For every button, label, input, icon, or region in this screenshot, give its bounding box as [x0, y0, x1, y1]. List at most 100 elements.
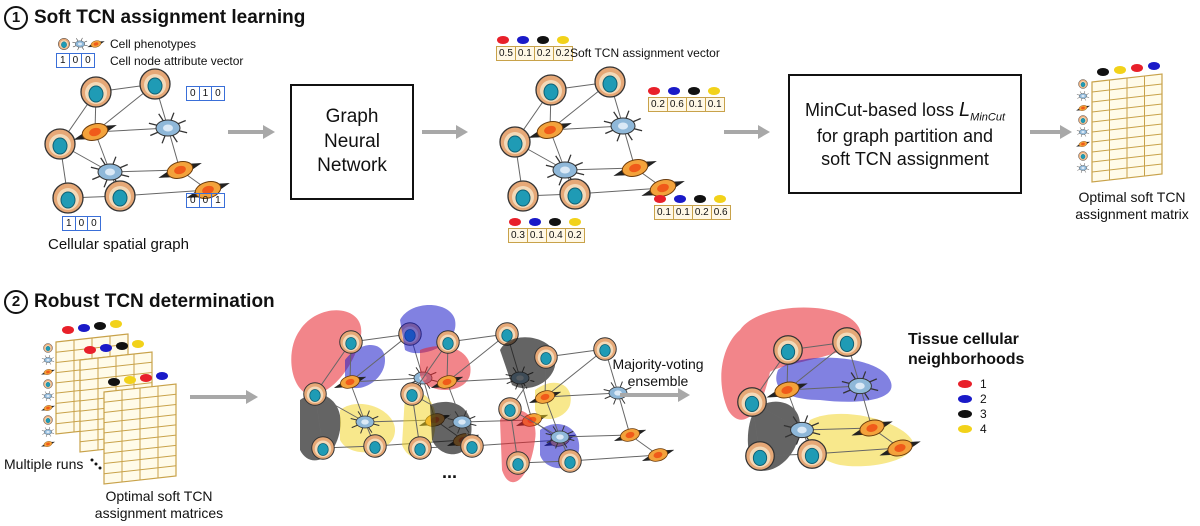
- vec-cell: 0.6: [668, 98, 687, 111]
- immune-nucleus: [560, 166, 570, 174]
- tcn-color-dot: [517, 36, 529, 44]
- tcn-region: [430, 401, 472, 455]
- fibroblast-nucleus: [46, 406, 50, 410]
- tumor-cell: [400, 382, 424, 406]
- node-vector-label: Cell node attribute vector: [110, 54, 244, 68]
- tumor-nucleus: [752, 449, 768, 466]
- tumor-cell: [1078, 151, 1088, 161]
- vec-cell: 0.1: [674, 206, 693, 219]
- tumor-cell: [534, 345, 558, 369]
- graph-edge: [544, 348, 606, 398]
- vec-cell: 0.2: [567, 230, 582, 241]
- immune-nucleus: [797, 426, 807, 434]
- tcn-color-dot: [108, 378, 120, 386]
- tumor-nucleus: [45, 346, 51, 352]
- fibroblast-nucleus: [540, 393, 550, 401]
- immune-cell: [783, 415, 821, 445]
- tcn-color-dot: [1097, 68, 1109, 76]
- graph-edge: [349, 381, 366, 423]
- tcn4-swatch: [958, 424, 972, 433]
- tumor-cell: [339, 330, 363, 354]
- fibroblast-cell: [528, 390, 562, 404]
- graph1-vector-b: 0 0 1: [186, 193, 225, 208]
- fibroblast-cell: [41, 405, 55, 411]
- tcn-color-dot: [674, 195, 686, 203]
- immune-nucleus: [556, 434, 564, 440]
- fibroblast-cell: [851, 419, 893, 437]
- tumor-cell: [43, 415, 53, 425]
- tumor-nucleus: [501, 329, 513, 342]
- tumor-nucleus: [1080, 118, 1086, 124]
- vec-cell: 0: [187, 194, 200, 207]
- tcn3-swatch: [958, 409, 972, 418]
- immune-cell: [1076, 91, 1090, 101]
- fibroblast-nucleus: [894, 444, 906, 452]
- fibroblast-cell: [528, 121, 572, 139]
- tcn-legend-label: 4: [980, 421, 987, 436]
- tumor-nucleus: [564, 456, 576, 469]
- tumor-cell: [535, 74, 567, 106]
- immune-nucleus: [46, 358, 50, 362]
- fibroblast-cell: [41, 441, 55, 447]
- immune-nucleus: [78, 42, 82, 46]
- tumor-nucleus: [61, 41, 67, 48]
- legend-node-vector: 1 0 0: [56, 53, 95, 68]
- vec-cell: 0: [70, 54, 83, 67]
- tcn-color-dot: [497, 36, 509, 44]
- tcn-color-dot: [100, 344, 112, 352]
- tumor-nucleus: [369, 441, 381, 454]
- tcn-legend-list: 1 2 3 4: [958, 376, 987, 436]
- tumor-nucleus: [504, 404, 516, 417]
- immune-cell: [350, 410, 380, 434]
- flow-arrow-head: [678, 388, 690, 402]
- voting-line2: ensemble: [627, 373, 689, 389]
- tumor-nucleus: [442, 337, 454, 350]
- graph-edge: [446, 377, 521, 383]
- tumor-cell: [43, 343, 53, 353]
- tumor-nucleus: [602, 75, 618, 93]
- tumor-nucleus: [540, 352, 552, 365]
- graph-edge: [349, 377, 424, 383]
- tcn-color-dot: [557, 36, 569, 44]
- fibroblast-cell: [1076, 141, 1090, 147]
- vec-cell: 1: [215, 195, 221, 206]
- immune-cell: [90, 156, 130, 188]
- tumor-nucleus: [1080, 154, 1086, 160]
- fibroblast-nucleus: [345, 378, 355, 386]
- tumor-cell: [498, 397, 522, 421]
- tumor-cell: [745, 441, 775, 471]
- tumor-cell: [558, 449, 582, 473]
- immune-nucleus: [1081, 94, 1085, 98]
- tumor-cell: [80, 76, 112, 108]
- tumor-nucleus: [309, 389, 321, 402]
- cell-phenotypes-label: Cell phenotypes: [110, 37, 197, 51]
- tcn-color-dot: [156, 372, 168, 380]
- tcn-color-dot: [94, 322, 106, 330]
- tcn-color-dot: [668, 87, 680, 95]
- tumor-cell: [436, 330, 460, 354]
- fibroblast-nucleus: [46, 370, 50, 374]
- tcn-color-dot: [569, 218, 581, 226]
- immune-nucleus: [614, 390, 622, 396]
- tumor-nucleus: [804, 447, 820, 464]
- immune-cell: [41, 355, 55, 365]
- tcn-legend-title-line1: Tissue cellular: [908, 331, 1019, 348]
- graph1-vector-a: 0 1 0: [186, 86, 225, 101]
- flow-arrow-head: [456, 125, 468, 139]
- tumor-cell: [311, 436, 335, 460]
- immune-cell: [148, 112, 188, 144]
- vec-cell: 0.3: [509, 229, 528, 242]
- immune-cell: [41, 427, 55, 437]
- vec-cell: 0.6: [713, 207, 728, 218]
- section2-title-text: Robust TCN determination: [34, 291, 275, 313]
- tumor-nucleus: [112, 189, 128, 207]
- graph-edge: [617, 392, 631, 436]
- tcn-color-dot: [1131, 64, 1143, 72]
- vec-cell: 0.4: [547, 229, 566, 242]
- fibroblast-nucleus: [653, 451, 663, 459]
- fibroblast-cell: [41, 369, 55, 375]
- tumor-cell: [737, 387, 767, 417]
- fibroblast-cell: [73, 123, 117, 141]
- fibroblast-cell: [613, 428, 647, 442]
